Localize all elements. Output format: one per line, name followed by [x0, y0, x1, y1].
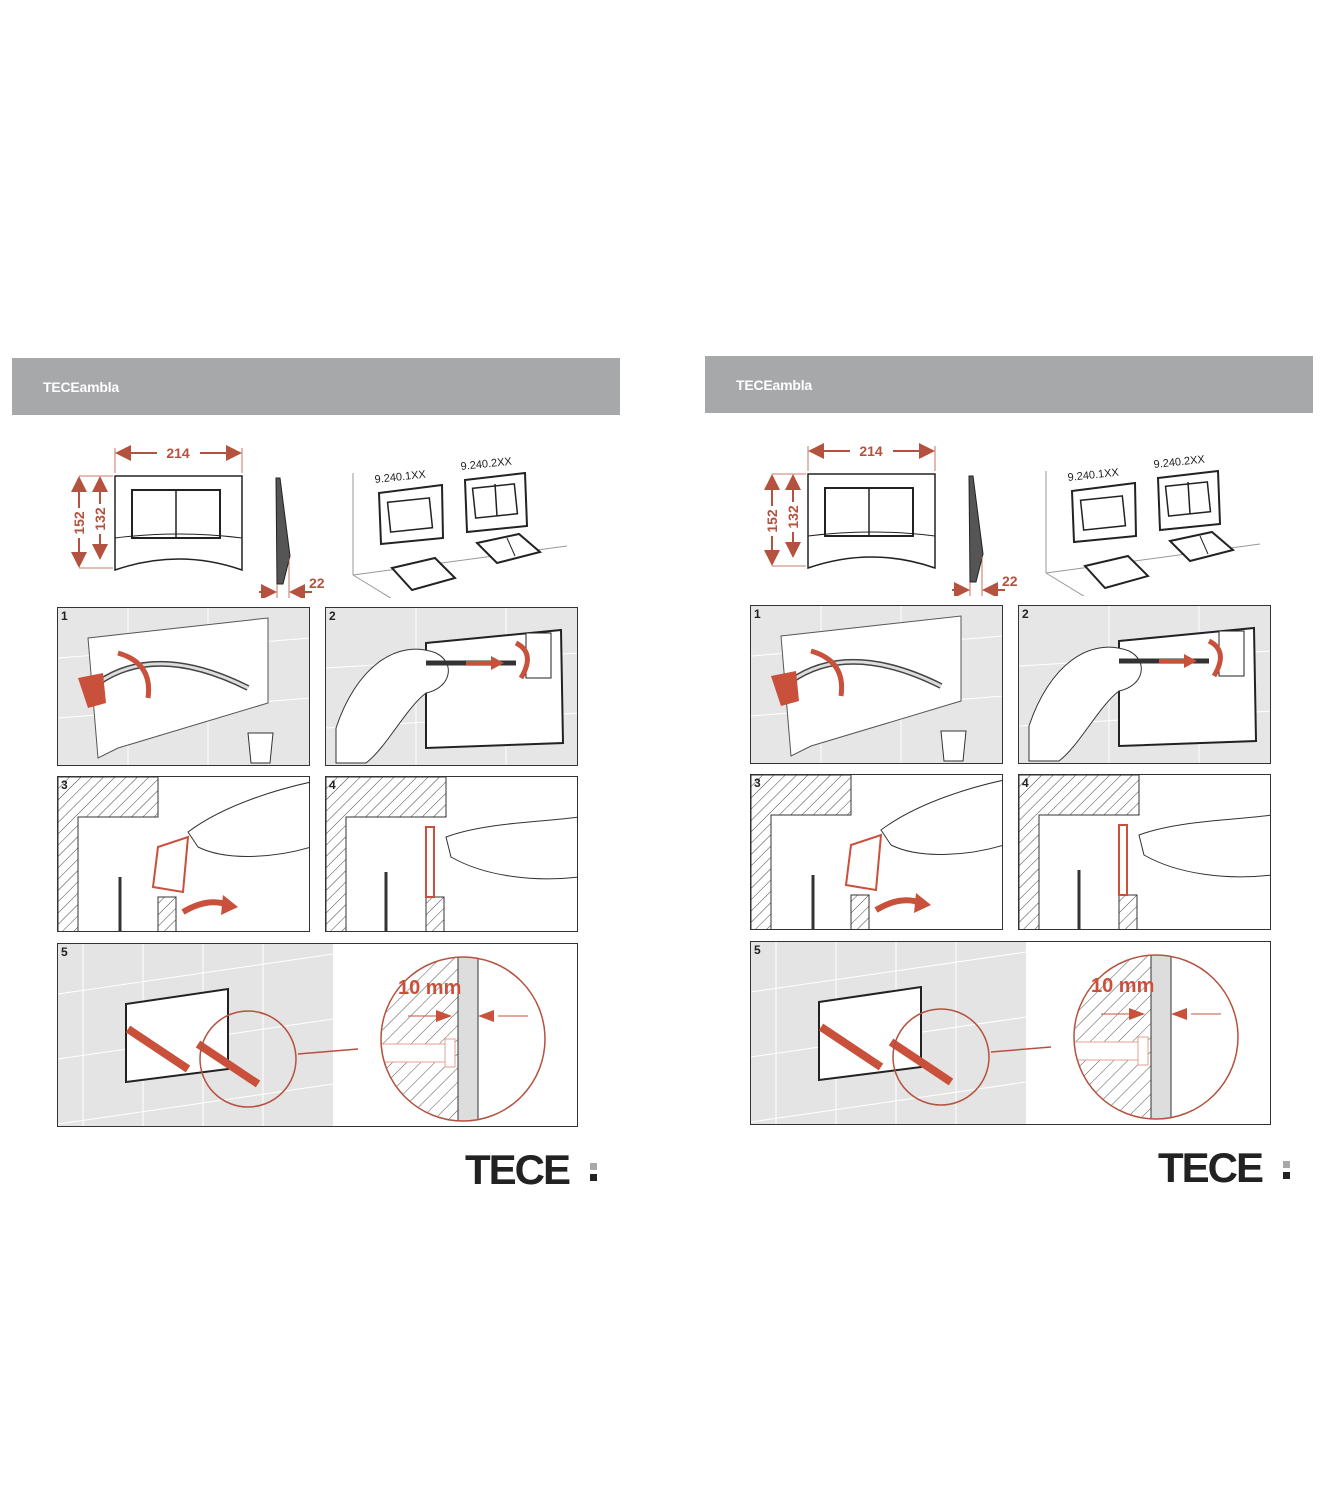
logo-text: TECE: [465, 1146, 571, 1193]
model-label-single: 9.240.1XX: [374, 469, 427, 486]
tece-logo: TECE: [465, 1148, 605, 1192]
header-title: TECEambla: [736, 377, 812, 393]
model-single-flat: [1083, 554, 1150, 590]
step-number: 4: [1022, 776, 1029, 790]
step-number: 2: [329, 609, 336, 623]
flush-plate-side: [968, 475, 984, 583]
dim-height-inner: 132: [785, 505, 801, 529]
bucket-icon: [247, 732, 274, 764]
step-3-panel: 3: [750, 774, 1003, 930]
hand-icon: [1138, 814, 1270, 878]
step-2-panel: 2: [325, 607, 578, 766]
dim-depth: 22: [1002, 573, 1018, 589]
connect-hose-illustration: [1019, 606, 1270, 763]
model-dual-flat: [474, 532, 543, 565]
dim-height-outer: 152: [764, 509, 780, 533]
dimension-drawing: 214 152 132 22 9.240.1XX 9.240.2XX: [71, 445, 568, 598]
step-1-panel: 1: [57, 607, 310, 766]
install-frame-illustration: [1019, 775, 1270, 929]
logo-square-dark: [1283, 1172, 1290, 1179]
step-3-panel: 3: [57, 776, 310, 932]
step-4-panel: 4: [325, 776, 578, 932]
tece-logo: TECE: [1158, 1146, 1298, 1190]
model-single-flat: [390, 556, 457, 592]
screw-depth-illustration: 10 mm: [58, 944, 546, 1126]
connect-hose-illustration: [326, 608, 577, 765]
step-5-panel: 5 10 mm: [750, 941, 1271, 1125]
step-number: 1: [754, 607, 761, 621]
instruction-page-right: TECEambla 214 152 132 22: [705, 356, 1325, 1216]
step-number: 3: [754, 776, 761, 790]
instruction-page-left: TECEambla 214 152 132 22: [12, 358, 632, 1218]
flush-plate-side: [275, 477, 291, 585]
logo-square-dark: [590, 1174, 597, 1181]
logo-square-light: [1283, 1161, 1290, 1168]
hand-icon: [335, 648, 449, 764]
dim-height-inner: 132: [92, 507, 108, 531]
page-header: TECEambla: [705, 356, 1313, 413]
hand-icon: [187, 781, 309, 857]
remove-cover-illustration: [751, 775, 1002, 929]
dimension-drawing: 214 152 132 22 9.240.1XX 9.240.2XX: [764, 443, 1261, 596]
logo-text: TECE: [1158, 1144, 1264, 1191]
screw-depth-callout: 10 mm: [398, 977, 461, 999]
hand-icon: [880, 779, 1002, 855]
model-single-wall: [377, 483, 445, 546]
install-frame-illustration: [326, 777, 577, 931]
step-number: 4: [329, 778, 336, 792]
drain-cistern-illustration: [58, 608, 309, 765]
bucket-icon: [940, 730, 967, 762]
step-number: 5: [754, 943, 761, 957]
screw-depth-callout: 10 mm: [1091, 975, 1154, 997]
step-4-panel: 4: [1018, 774, 1271, 930]
step-number: 3: [61, 778, 68, 792]
model-label-dual: 9.240.2XX: [460, 456, 513, 473]
step-number: 5: [61, 945, 68, 959]
logo-square-light: [590, 1163, 597, 1170]
hand-icon: [1028, 646, 1142, 762]
step-2-panel: 2: [1018, 605, 1271, 764]
model-label-single: 9.240.1XX: [1067, 467, 1120, 484]
page-header: TECEambla: [12, 358, 620, 415]
step-5-panel: 5 10 mm: [57, 943, 578, 1127]
hand-icon: [445, 816, 577, 880]
header-title: TECEambla: [43, 379, 119, 395]
screw-depth-illustration: 10 mm: [751, 942, 1239, 1124]
remove-cover-illustration: [58, 777, 309, 931]
dim-width: 214: [166, 445, 190, 461]
step-number: 2: [1022, 607, 1029, 621]
model-label-dual: 9.240.2XX: [1153, 454, 1206, 471]
dim-height-outer: 152: [71, 511, 87, 535]
step-number: 1: [61, 609, 68, 623]
dim-width: 214: [859, 443, 883, 459]
step-1-panel: 1: [750, 605, 1003, 764]
model-single-wall: [1070, 481, 1138, 544]
drain-cistern-illustration: [751, 606, 1002, 763]
dim-depth: 22: [309, 575, 325, 591]
model-dual-flat: [1167, 530, 1236, 563]
